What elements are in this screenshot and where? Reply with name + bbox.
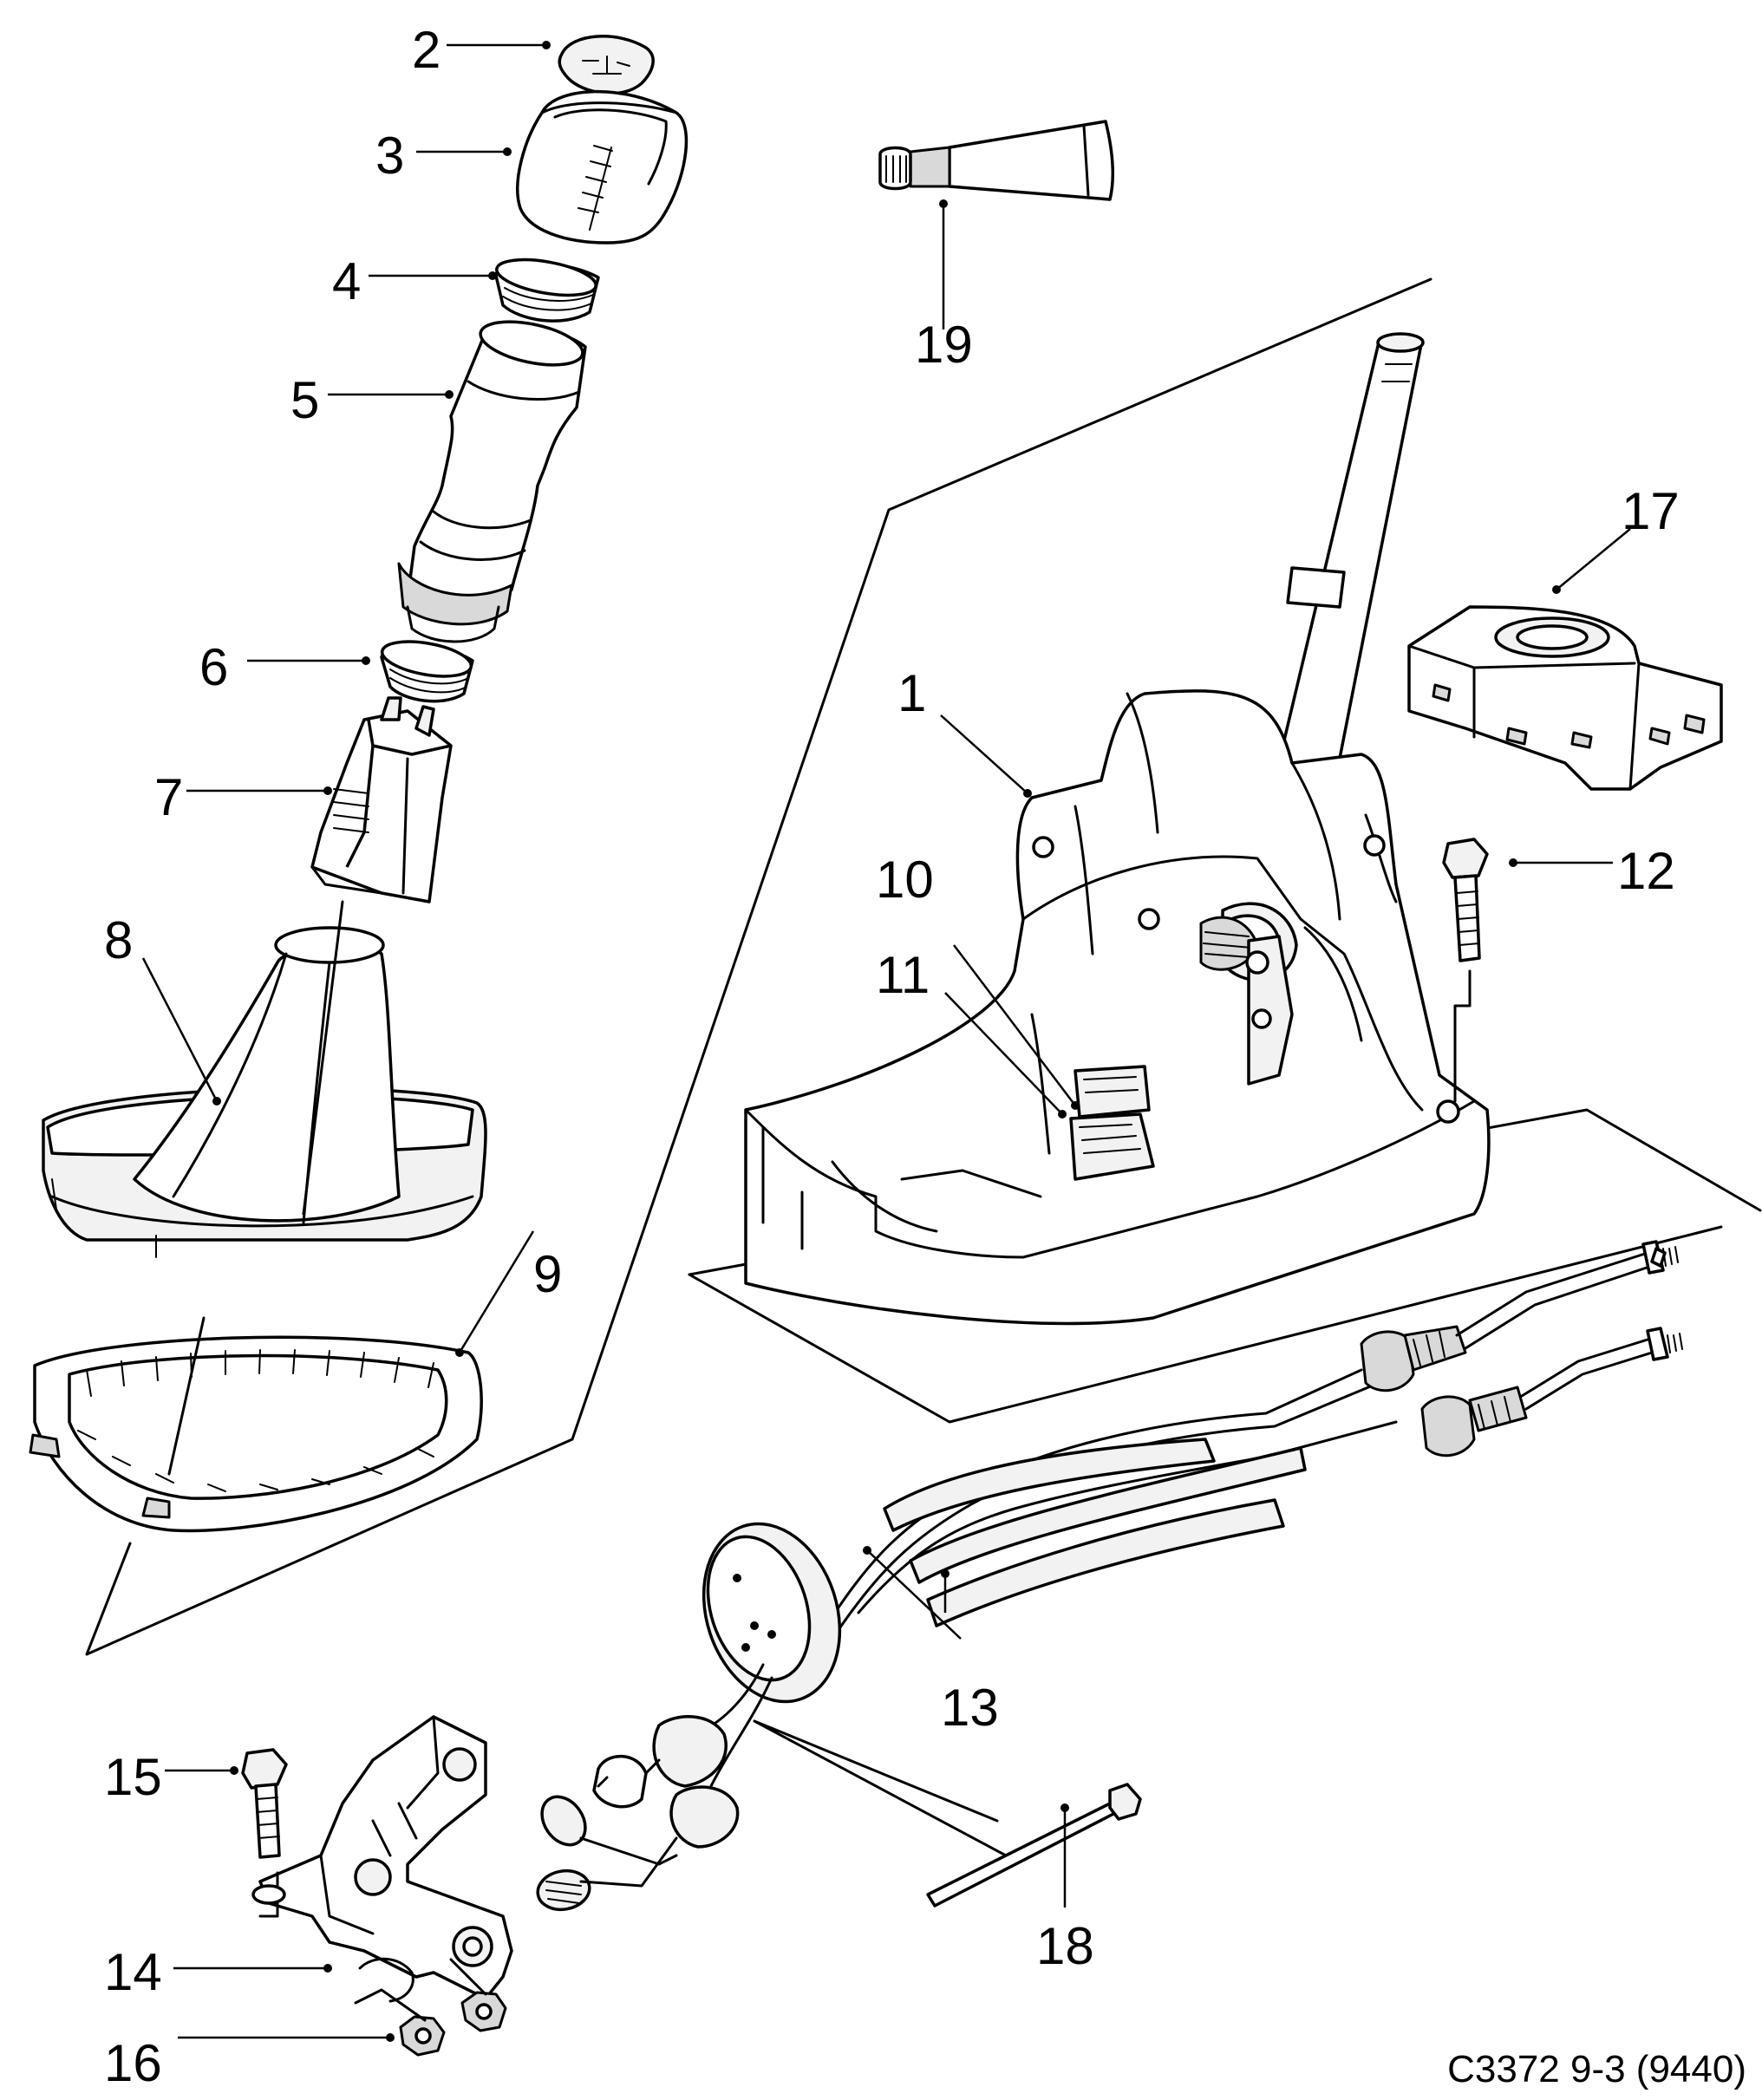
callout-10: 10: [876, 851, 934, 909]
callout-4: 4: [332, 252, 361, 310]
callout-9: 9: [533, 1245, 562, 1303]
part-17-module: [1407, 605, 1723, 791]
cable-ends-lower: [536, 1663, 1008, 1912]
part-9-frame: [29, 1335, 483, 1533]
axis-line-boot: [167, 900, 344, 1476]
callout-13: 13: [941, 1679, 999, 1737]
callout-8: 8: [104, 911, 133, 969]
part-4-ring: [494, 258, 600, 323]
part-15-bolt: [241, 1748, 288, 1918]
callout-15: 15: [104, 1748, 162, 1806]
part-2-badge: [558, 35, 655, 95]
part-13-cables: [822, 1240, 1683, 1640]
callout-6: 6: [199, 638, 228, 696]
leader-lines: [141, 43, 1631, 2039]
part-16-nuts: [354, 1958, 507, 2057]
callout-19: 19: [915, 316, 973, 374]
callout-1: 1: [897, 664, 926, 722]
part-7-lock: [310, 696, 453, 903]
part-19-tube: [878, 120, 1115, 201]
callout-12: 12: [1617, 842, 1675, 900]
part-5-sleeve: [397, 320, 587, 643]
part-8-boot: [42, 926, 487, 1258]
part-6-ring: [380, 640, 474, 703]
callout-11: 11: [876, 946, 930, 1004]
callout-18: 18: [1036, 1917, 1094, 1975]
callout-5: 5: [290, 371, 319, 429]
callout-3: 3: [375, 127, 404, 185]
part-14-bracket: [258, 1715, 513, 2003]
part-18-cable-tie: [926, 1783, 1142, 1908]
callout-17: 17: [1622, 482, 1680, 540]
callout-7: 7: [154, 768, 183, 826]
callout-numbers: 1 2 3 4 5 6 7 8 9 10 11 12 13 14 15 16 1…: [104, 21, 1680, 2092]
cable-grommet: [702, 1522, 842, 1704]
callout-2: 2: [412, 21, 440, 79]
part-1-housing: [744, 332, 1491, 1326]
callout-14: 14: [104, 1943, 162, 2001]
callout-16: 16: [104, 2034, 162, 2092]
assembly-frame-upper: [85, 277, 1432, 1656]
part-12-bolt: [1442, 838, 1489, 1103]
reference-code: C3372 9-3 (9440): [1447, 2048, 1746, 2090]
leader-dots: [212, 41, 1561, 2042]
part-3-knob: [516, 89, 688, 245]
